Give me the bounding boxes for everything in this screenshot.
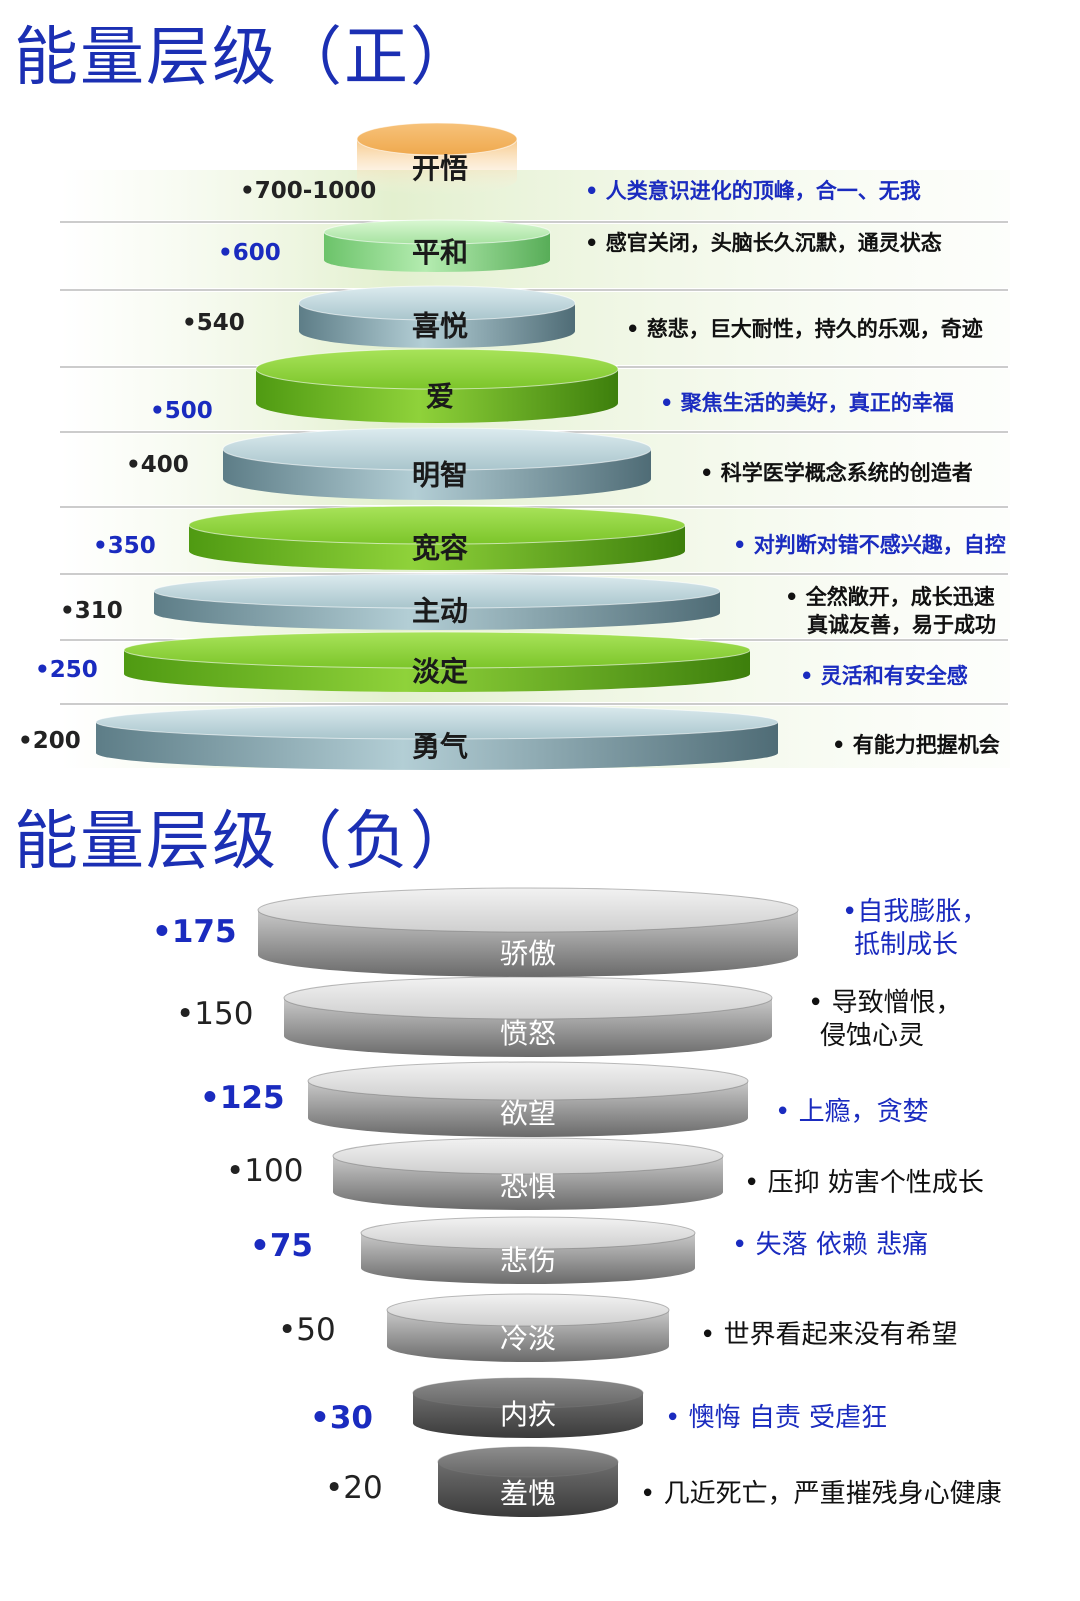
level-name: 欲望 [500, 1097, 556, 1130]
positive-level: 平和 •600 • 感官关闭，头脑长久沉默，通灵状态 [218, 219, 942, 272]
level-name: 明智 [412, 459, 468, 492]
level-value: •310 [60, 598, 123, 624]
negative-level: 悲伤 •75 • 失落 依赖 悲痛 [250, 1216, 928, 1284]
positive-level: 宽容 •350 • 对判断对错不感兴趣，自控 [93, 505, 1006, 570]
level-description: 真诚友善，易于成功 [807, 613, 996, 637]
negative-level: 恐惧 •100 • 压抑 妨害个性成长 [226, 1137, 984, 1210]
level-description: • 导致憎恨， [808, 988, 962, 1018]
level-description: • 全然敞开，成长迅速 [785, 585, 995, 609]
disk-top [307, 1061, 749, 1101]
level-value: •30 [310, 1400, 373, 1436]
level-name: 悲伤 [500, 1244, 556, 1277]
level-description: • 压抑 妨害个性成长 [744, 1168, 984, 1198]
level-description: 侵蚀心灵 [820, 1021, 924, 1051]
negative-level: 冷淡 •50 • 世界看起来没有希望 [278, 1293, 958, 1362]
level-description: • 慈悲，巨大耐性，持久的乐观，奇迹 [626, 317, 983, 341]
negative-level: 愤怒 •150 • 导致憎恨，侵蚀心灵 [176, 976, 962, 1057]
disk-top [386, 1293, 670, 1327]
level-name: 宽容 [412, 532, 468, 565]
disk-top [283, 976, 773, 1020]
level-value: •400 [126, 452, 189, 478]
disk-side [438, 1462, 618, 1517]
disk-top [188, 505, 686, 545]
positive-level: 喜悦 •540 • 慈悲，巨大耐性，持久的乐观，奇迹 [182, 285, 983, 348]
level-description: • 上瘾，贪婪 [775, 1097, 929, 1127]
positive-section-title: 能量层级（正） [14, 21, 476, 95]
level-description: • 科学医学概念系统的创造者 [700, 461, 973, 485]
level-description: • 对判断对错不感兴趣，自控 [733, 533, 1006, 557]
level-value: •175 [152, 914, 237, 950]
level-description: • 聚焦生活的美好，真正的幸福 [660, 391, 954, 415]
negative-level: 欲望 •125 • 上瘾，贪婪 [200, 1061, 929, 1137]
level-name: 骄傲 [500, 937, 556, 970]
level-description: • 几近死亡，严重摧残身心健康 [640, 1479, 1002, 1509]
disk-top [356, 122, 518, 156]
level-description: • 灵活和有安全感 [800, 664, 968, 688]
level-name: 爱 [426, 380, 454, 413]
disk-top [255, 348, 619, 390]
disk-top [332, 1137, 724, 1175]
level-name: 喜悦 [412, 310, 468, 343]
level-description: • 失落 依赖 悲痛 [732, 1230, 928, 1260]
level-value: •700-1000 [240, 178, 376, 204]
level-value: •350 [93, 533, 156, 559]
positive-level: 开悟 •700-1000 • 人类意识进化的顶峰，合一、无我 [240, 122, 921, 204]
disk-top [437, 1446, 619, 1478]
positive-level: 淡定 •250 • 灵活和有安全感 [35, 631, 968, 692]
level-name: 内疚 [500, 1398, 556, 1431]
disk-top [153, 573, 721, 609]
level-value: •200 [18, 728, 81, 754]
disk-top [360, 1216, 696, 1250]
level-value: •50 [278, 1312, 336, 1348]
level-value: •500 [150, 398, 213, 424]
negative-level: 内疚 •30 • 懊悔 自责 受虐狂 [310, 1377, 887, 1438]
disk-top [222, 427, 652, 471]
level-value: •20 [325, 1470, 383, 1506]
level-description: • 人类意识进化的顶峰，合一、无我 [585, 179, 921, 203]
disk-top [123, 631, 751, 669]
negative-level: 骄傲 •175 •自我膨胀，抵制成长 [152, 887, 987, 977]
level-name: 愤怒 [500, 1017, 556, 1050]
level-value: •540 [182, 310, 245, 336]
level-name: 主动 [412, 595, 468, 628]
level-description: •自我膨胀， [842, 897, 987, 927]
level-name: 冷淡 [500, 1322, 556, 1355]
level-description: 抵制成长 [854, 930, 958, 960]
level-name: 平和 [412, 236, 468, 269]
negative-level: 羞愧 •20 • 几近死亡，严重摧残身心健康 [325, 1446, 1002, 1517]
level-description: • 懊悔 自责 受虐狂 [665, 1403, 887, 1433]
level-name: 开悟 [412, 152, 468, 185]
positive-level: 明智 •400 • 科学医学概念系统的创造者 [126, 427, 973, 500]
level-value: •250 [35, 657, 98, 683]
level-name: 淡定 [412, 655, 468, 688]
level-description: • 有能力把握机会 [832, 733, 1000, 757]
level-name: 羞愧 [500, 1477, 556, 1510]
positive-level: 勇气 •200 • 有能力把握机会 [18, 704, 1000, 770]
disk-top [257, 887, 799, 933]
level-description: • 感官关闭，头脑长久沉默，通灵状态 [585, 231, 942, 255]
level-name: 勇气 [412, 730, 468, 763]
positive-level: 爱 •500 • 聚焦生活的美好，真正的幸福 [150, 348, 954, 424]
level-value: •600 [218, 240, 281, 266]
level-value: •125 [200, 1080, 285, 1116]
level-name: 恐惧 [500, 1170, 556, 1203]
level-value: •75 [250, 1228, 313, 1264]
disk-top [412, 1377, 644, 1409]
level-row-band [60, 170, 1010, 220]
disk-top [95, 704, 779, 740]
negative-section-title: 能量层级（负） [14, 805, 476, 879]
level-description: • 世界看起来没有希望 [700, 1320, 958, 1350]
disk-top [298, 285, 576, 321]
level-value: •150 [176, 996, 253, 1032]
disk-top [323, 219, 551, 245]
level-value: •100 [226, 1153, 303, 1189]
